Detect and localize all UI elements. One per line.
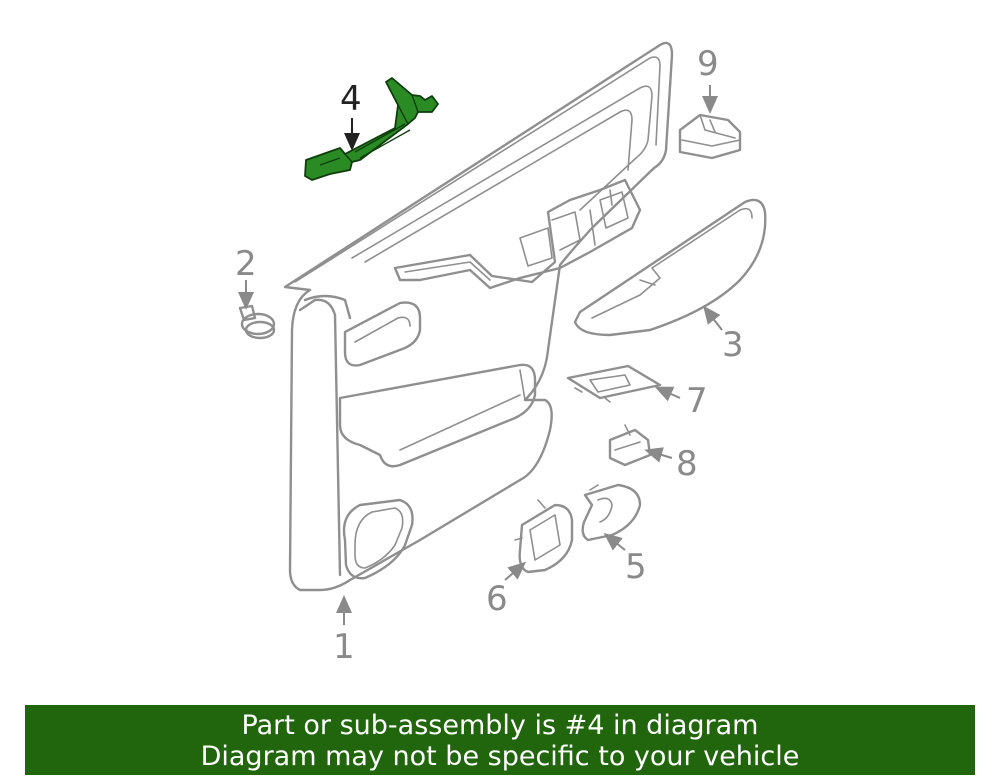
banner-line-2: Diagram may not be specific to your vehi… — [200, 741, 800, 772]
part-2-clip — [238, 304, 276, 340]
leader-6 — [504, 561, 527, 581]
part-4-bracket — [304, 77, 439, 181]
banner-line-1: Part or sub-assembly is #4 in diagram — [241, 710, 759, 741]
callout-1: 1 — [333, 627, 355, 667]
callout-2: 2 — [235, 244, 257, 284]
leader-3 — [703, 305, 723, 331]
leader-7 — [654, 386, 681, 402]
part-5-inner-handle — [581, 483, 642, 542]
part-9-window-switch — [678, 113, 742, 160]
leader-8 — [644, 447, 673, 463]
callout-6: 6 — [486, 579, 508, 619]
part-7-switch-bezel — [566, 364, 662, 403]
part-8-clip-bracket — [608, 424, 652, 467]
callout-7: 7 — [686, 381, 708, 421]
callout-5: 5 — [625, 547, 647, 587]
part-3-armrest — [573, 198, 767, 337]
callout-4: 4 — [340, 79, 362, 119]
leader-5 — [603, 533, 626, 551]
callout-9: 9 — [697, 44, 719, 84]
part-6-escutcheon — [514, 499, 574, 574]
info-banner: Part or sub-assembly is #4 in diagram Di… — [25, 705, 975, 775]
callout-8: 8 — [676, 444, 698, 484]
callout-3: 3 — [722, 325, 744, 365]
part-1-door-trim-panel — [283, 41, 674, 592]
parts-diagram: 1 2 3 4 5 6 7 8 9 — [235, 41, 767, 667]
